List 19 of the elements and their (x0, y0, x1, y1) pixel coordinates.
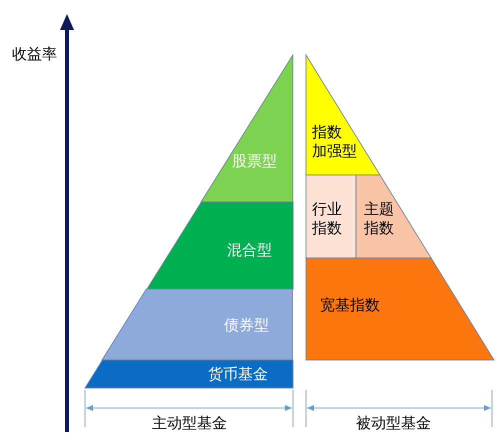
dimension-label: 主动型基金 (152, 414, 227, 433)
pyramid-tier (356, 175, 432, 258)
tier-label: 主题指数 (364, 200, 394, 238)
tier-label: 货币基金 (208, 365, 268, 384)
tier-label: 指数加强型 (312, 123, 357, 161)
pyramid-tier (201, 55, 293, 202)
tier-label: 宽基指数 (320, 296, 380, 315)
tier-label: 混合型 (226, 241, 272, 260)
dimension-label: 被动型基金 (356, 414, 431, 433)
tier-label: 股票型 (232, 152, 277, 171)
pyramid-tier (306, 55, 380, 175)
pyramid-tier (102, 289, 293, 360)
pyramid-tier (146, 202, 293, 289)
pyramid-tier (85, 360, 293, 388)
pyramid-tier (306, 258, 494, 360)
axis-label: 收益率 (12, 45, 57, 64)
tier-label: 债券型 (224, 316, 269, 335)
tier-label: 行业指数 (312, 200, 342, 238)
pyramid-tier (306, 175, 356, 258)
